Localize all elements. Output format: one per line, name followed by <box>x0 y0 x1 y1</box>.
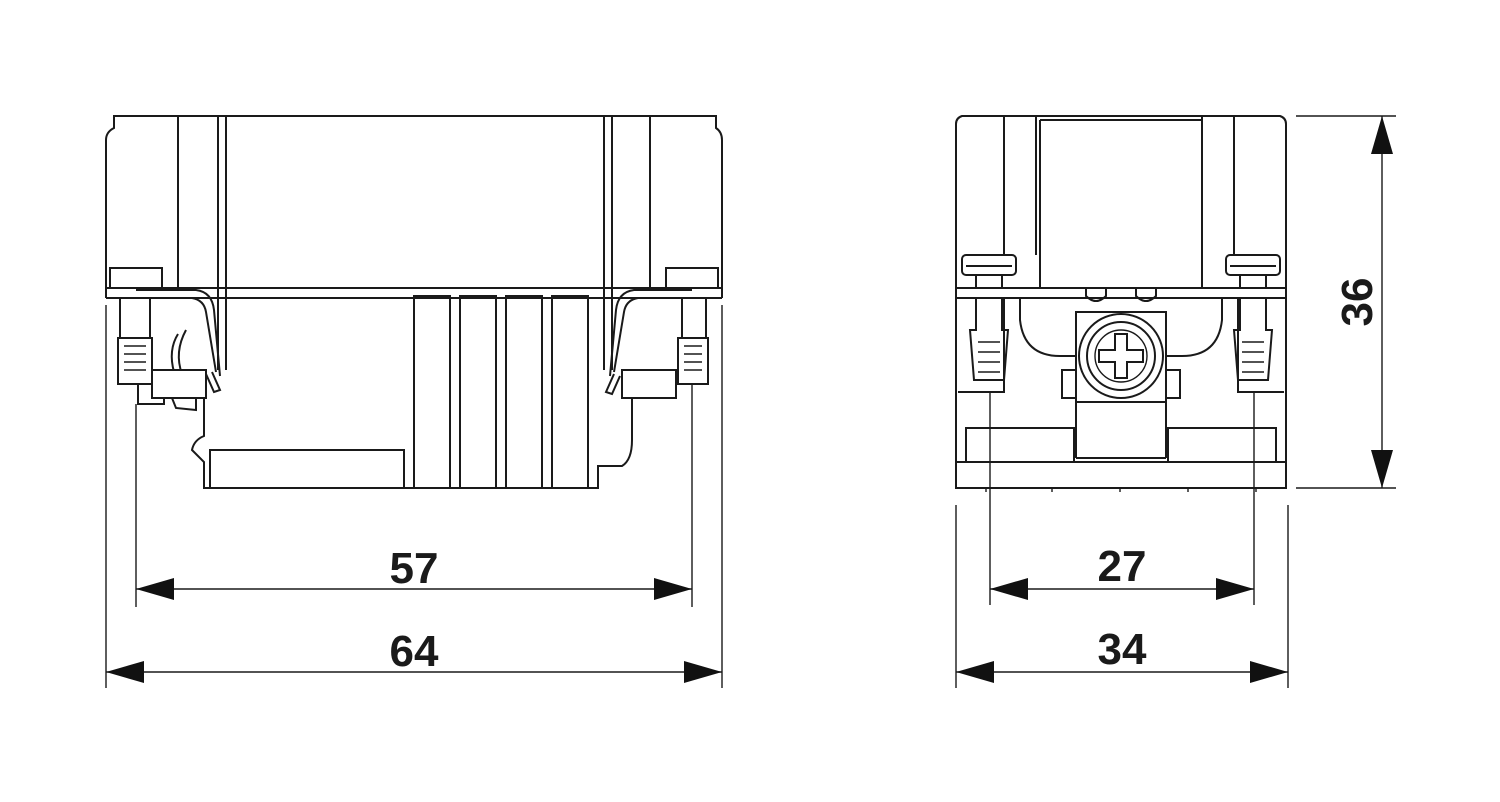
front-contact-block-3 <box>505 295 543 489</box>
dim-36-arrow-top <box>1371 116 1393 154</box>
dim-27-arrow-right <box>1216 578 1254 600</box>
side-center-arch <box>1019 298 1076 357</box>
front-latch-left <box>109 267 222 412</box>
dim-label-34: 34 <box>1098 625 1147 674</box>
front-contact-block-1 <box>413 295 451 489</box>
dim-label-36: 36 <box>1333 278 1382 327</box>
dim-34-arrow-right <box>1250 661 1288 683</box>
dim-64-arrow-right <box>684 661 722 683</box>
dim-label-57: 57 <box>390 544 439 593</box>
dim-57-arrow-right <box>654 578 692 600</box>
side-latch-left <box>958 254 1017 393</box>
front-latch-right <box>604 267 719 399</box>
dim-27-arrow-left <box>990 578 1028 600</box>
side-lower-block-right <box>1167 427 1277 463</box>
front-lower-body <box>190 370 633 489</box>
front-base-slot <box>209 449 405 489</box>
front-housing-outline <box>105 115 723 289</box>
dim-57-arrow-left <box>136 578 174 600</box>
dim-36-arrow-bottom <box>1371 450 1393 488</box>
phillips-screw-icon <box>1098 333 1144 379</box>
dim-64-arrow-left <box>106 661 144 683</box>
side-lower-block-left <box>965 427 1075 463</box>
dimension-lines <box>105 115 1396 688</box>
dim-label-64: 64 <box>390 627 439 676</box>
side-housing-outline <box>955 115 1287 489</box>
front-contact-block-2 <box>459 295 497 489</box>
side-screw-terminal <box>1061 311 1181 459</box>
dim-34-arrow-left <box>956 661 994 683</box>
side-latch-right <box>1225 254 1284 393</box>
dim-label-27: 27 <box>1098 542 1147 591</box>
side-view <box>955 115 1287 492</box>
front-contact-block-4 <box>551 295 589 489</box>
front-view <box>105 115 723 489</box>
